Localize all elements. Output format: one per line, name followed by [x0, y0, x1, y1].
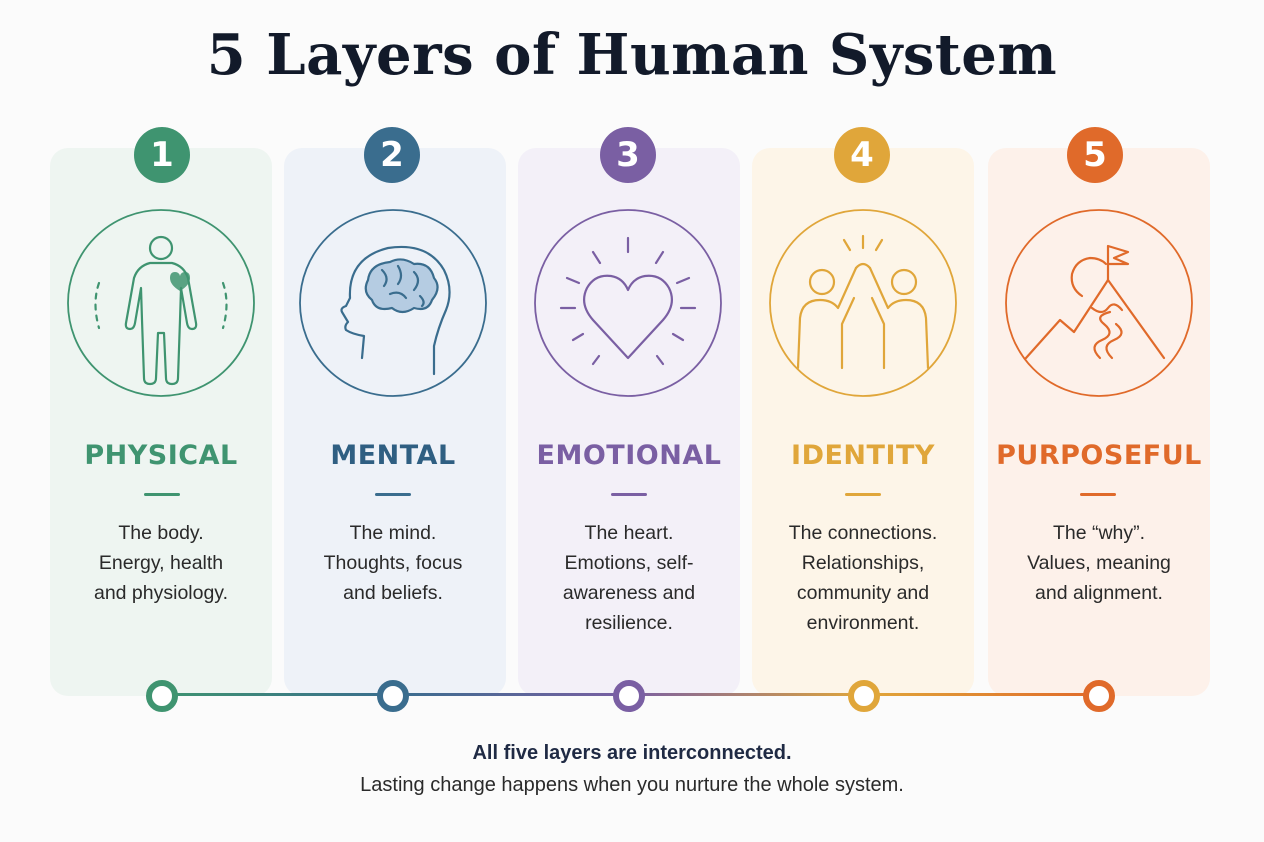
- layer-name-identity: IDENTITY: [791, 440, 935, 471]
- layer-number-4: 4: [834, 127, 890, 183]
- divider-mental: [375, 493, 411, 496]
- description-line: resilience.: [585, 612, 673, 634]
- description-line: and alignment.: [1035, 582, 1163, 604]
- layer-description-mental: The mind. Thoughts, focus and beliefs.: [282, 518, 504, 608]
- human-body-heart-icon: [66, 208, 256, 398]
- divider-purposeful: [1080, 493, 1116, 496]
- page-title: 5 Layers of Human System: [206, 22, 1058, 88]
- description-line: and physiology.: [93, 582, 229, 604]
- layer-description-physical: The body. Energy, health and physiology.: [50, 518, 272, 608]
- layer-name-mental: MENTAL: [330, 440, 456, 471]
- description-line: community and: [796, 582, 930, 604]
- timeline-node-5: [1081, 678, 1117, 714]
- timeline-node-1: [144, 678, 180, 714]
- card-physical: [50, 148, 272, 696]
- description-line: The “why”.: [1052, 522, 1146, 544]
- layer-number-5: 5: [1067, 127, 1123, 183]
- description-line: and beliefs.: [343, 582, 443, 604]
- layer-description-emotional: The heart. Emotions, self- awareness and…: [518, 518, 740, 638]
- description-line: Values, meaning: [1027, 552, 1171, 574]
- divider-physical: [144, 493, 180, 496]
- timeline-node-4: [846, 678, 882, 714]
- description-line: The mind.: [349, 522, 437, 544]
- divider-identity: [845, 493, 881, 496]
- footer-headline: All five layers are interconnected.: [472, 742, 792, 764]
- description-line: The heart.: [584, 522, 674, 544]
- description-line: The connections.: [788, 522, 938, 544]
- layer-number-1: 1: [134, 127, 190, 183]
- layer-name-emotional: EMOTIONAL: [536, 440, 722, 471]
- divider-emotional: [611, 493, 647, 496]
- layer-description-purposeful: The “why”. Values, meaning and alignment…: [988, 518, 1210, 608]
- radiant-heart-icon: [533, 208, 723, 398]
- description-line: The body.: [118, 522, 204, 544]
- description-line: awareness and: [562, 582, 696, 604]
- layer-description-identity: The connections. Relationships, communit…: [752, 518, 974, 638]
- head-brain-icon: [298, 208, 488, 398]
- high-five-icon: [768, 208, 958, 398]
- layer-number-2: 2: [364, 127, 420, 183]
- description-line: Thoughts, focus: [323, 552, 463, 574]
- description-line: Emotions, self-: [564, 552, 694, 574]
- layer-name-purposeful: PURPOSEFUL: [996, 440, 1202, 471]
- mountain-flag-icon: [1004, 208, 1194, 398]
- description-line: Relationships,: [801, 552, 925, 574]
- timeline-node-3: [611, 678, 647, 714]
- description-line: environment.: [806, 612, 920, 634]
- layer-name-physical: PHYSICAL: [84, 440, 238, 471]
- footer-subline: Lasting change happens when you nurture …: [360, 774, 904, 796]
- layer-number-3: 3: [600, 127, 656, 183]
- card-purposeful: [988, 148, 1210, 696]
- card-mental: [284, 148, 506, 696]
- timeline-node-2: [375, 678, 411, 714]
- description-line: Energy, health: [98, 552, 224, 574]
